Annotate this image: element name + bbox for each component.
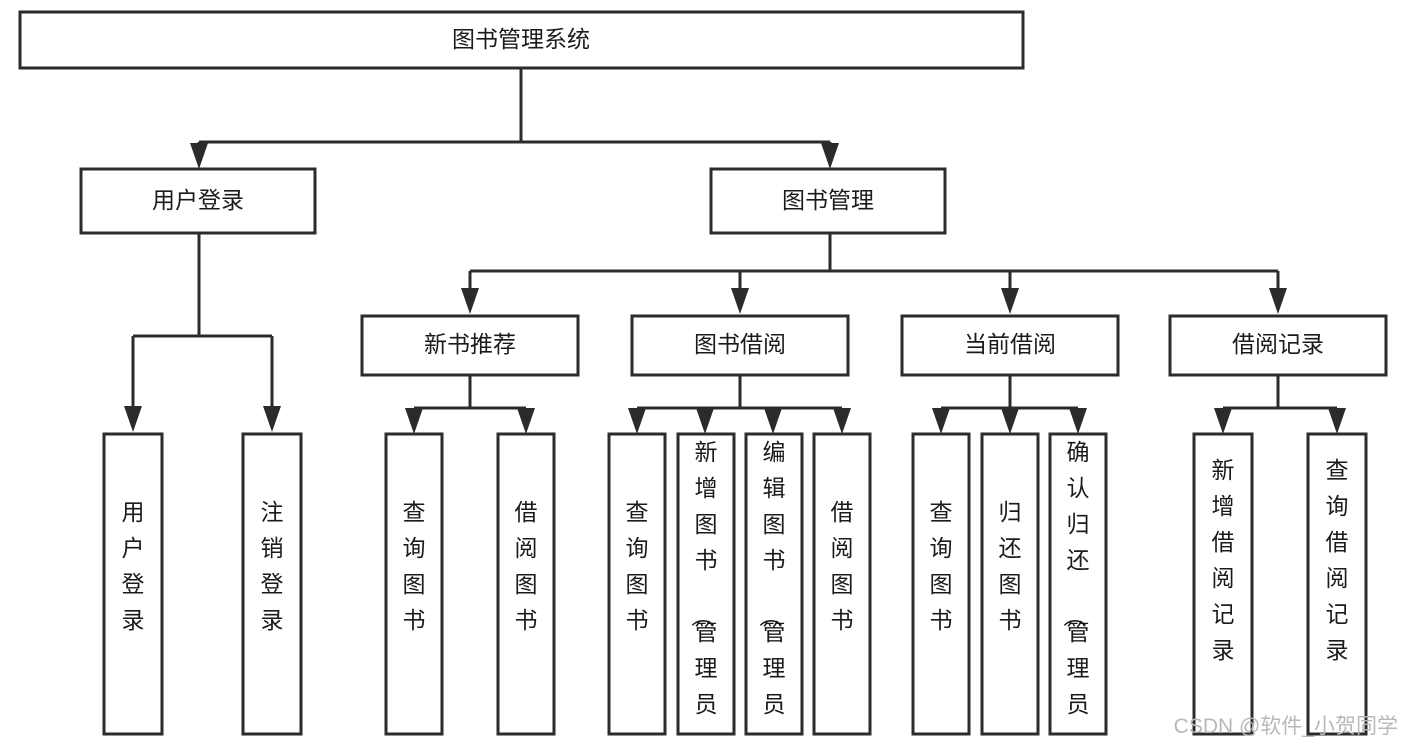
node-root-label: 图书管理系统 <box>452 26 590 52</box>
node-leaf-add-book[interactable]: 新增图书（管理员） <box>676 432 736 747</box>
node-book-manage-label: 图书管理 <box>782 187 874 213</box>
arrow-to-leaf-query-book-2 <box>628 408 646 434</box>
node-leaf-query-book-2-box[interactable] <box>607 432 667 736</box>
arrow-to-leaf-query-record <box>1328 408 1346 434</box>
node-root-box[interactable] <box>18 10 1025 70</box>
node-leaf-borrow-book-1-label: 借阅图书 <box>515 499 538 633</box>
node-leaf-query-book-1-label: 查询图书 <box>403 499 426 633</box>
node-leaf-query-book-2[interactable]: 查询图书 <box>607 432 667 736</box>
arrow-to-leaf-return-book <box>1001 408 1019 434</box>
arrow-to-borrow-record <box>1269 288 1287 314</box>
node-leaf-query-book-2-label: 查询图书 <box>626 499 649 633</box>
node-leaf-user-login[interactable]: 用户登录 <box>102 432 164 736</box>
node-leaf-borrow-book-2-label: 借阅图书 <box>831 499 854 633</box>
node-leaf-query-book-1-box[interactable] <box>384 432 444 736</box>
node-leaf-edit-book[interactable]: 编辑图书（管理员） <box>744 432 804 747</box>
arrow-to-new-book-recommend <box>461 288 479 314</box>
csdn-watermark: CSDN @软件_小贺同学 <box>1174 715 1398 738</box>
node-user-login-label: 用户登录 <box>152 187 244 213</box>
node-borrow-record-label: 借阅记录 <box>1232 331 1324 357</box>
node-new-book-recommend-box[interactable] <box>360 314 580 377</box>
node-book-borrow[interactable]: 图书借阅 <box>630 314 850 377</box>
node-leaf-add-book-label: 新增图书（管理员） <box>690 439 718 747</box>
arrow-to-leaf-query-book-1 <box>405 408 423 434</box>
arrow-to-leaf-user-login <box>124 406 142 432</box>
node-leaf-query-book-1[interactable]: 查询图书 <box>384 432 444 736</box>
arrow-to-leaf-borrow-book-1 <box>517 408 535 434</box>
node-leaf-query-book-3-label: 查询图书 <box>930 499 953 633</box>
node-leaf-confirm-return[interactable]: 确认归还（管理员） <box>1048 432 1108 747</box>
node-user-login-box[interactable] <box>79 167 317 235</box>
node-leaf-query-record-box[interactable] <box>1306 432 1368 736</box>
node-leaf-confirm-return-label: 确认归还（管理员） <box>1062 439 1090 747</box>
node-leaf-logout-login-label: 注销登录 <box>261 499 284 633</box>
node-leaf-add-book-box[interactable] <box>676 432 736 736</box>
node-leaf-borrow-book-2[interactable]: 借阅图书 <box>812 432 872 736</box>
node-leaf-user-login-box[interactable] <box>102 432 164 736</box>
node-current-borrow-label: 当前借阅 <box>964 331 1056 357</box>
node-leaf-logout-login-box[interactable] <box>241 432 303 736</box>
node-root[interactable]: 图书管理系统 <box>18 10 1025 70</box>
arrow-to-leaf-borrow-book-2 <box>833 408 851 434</box>
connector-layer <box>124 68 1346 434</box>
arrow-to-book-manage <box>821 143 839 169</box>
node-leaf-edit-book-box[interactable] <box>744 432 804 736</box>
node-book-manage-box[interactable] <box>709 167 947 235</box>
node-leaf-return-book-label: 归还图书 <box>999 499 1022 633</box>
node-borrow-record-box[interactable] <box>1168 314 1388 377</box>
node-leaf-confirm-return-box[interactable] <box>1048 432 1108 736</box>
node-leaf-add-record-box[interactable] <box>1192 432 1254 736</box>
node-leaf-borrow-book-1[interactable]: 借阅图书 <box>496 432 556 736</box>
node-leaf-return-book[interactable]: 归还图书 <box>980 432 1040 736</box>
node-leaf-user-login-label: 用户登录 <box>122 499 145 633</box>
node-leaf-add-record[interactable]: 新增借阅记录 <box>1192 432 1254 736</box>
node-borrow-record[interactable]: 借阅记录 <box>1168 314 1388 377</box>
node-current-borrow[interactable]: 当前借阅 <box>900 314 1120 377</box>
arrow-to-book-borrow <box>731 288 749 314</box>
node-leaf-edit-book-label: 编辑图书（管理员） <box>758 439 786 747</box>
node-leaf-borrow-book-2-box[interactable] <box>812 432 872 736</box>
node-new-book-recommend-label: 新书推荐 <box>424 331 516 357</box>
node-leaf-logout-login[interactable]: 注销登录 <box>241 432 303 736</box>
node-current-borrow-box[interactable] <box>900 314 1120 377</box>
node-user-login[interactable]: 用户登录 <box>79 167 317 235</box>
node-leaf-add-record-label: 新增借阅记录 <box>1212 457 1235 663</box>
arrow-to-user-login <box>190 143 208 169</box>
arrow-to-leaf-add-book <box>696 408 714 434</box>
arrow-to-leaf-query-book-3 <box>932 408 950 434</box>
arrow-to-current-borrow <box>1001 288 1019 314</box>
node-book-borrow-box[interactable] <box>630 314 850 377</box>
node-leaf-query-book-3[interactable]: 查询图书 <box>911 432 971 736</box>
arrow-to-leaf-confirm-return <box>1069 408 1087 434</box>
arrow-to-leaf-add-record <box>1214 408 1232 434</box>
node-leaf-return-book-box[interactable] <box>980 432 1040 736</box>
node-leaf-query-book-3-box[interactable] <box>911 432 971 736</box>
node-leaf-borrow-book-1-box[interactable] <box>496 432 556 736</box>
node-book-borrow-label: 图书借阅 <box>694 331 786 357</box>
node-leaf-query-record-label: 查询借阅记录 <box>1326 457 1349 663</box>
arrow-to-leaf-edit-book <box>764 408 782 434</box>
node-book-manage[interactable]: 图书管理 <box>709 167 947 235</box>
arrow-to-leaf-logout-login <box>263 406 281 432</box>
node-new-book-recommend[interactable]: 新书推荐 <box>360 314 580 377</box>
node-leaf-query-record[interactable]: 查询借阅记录 <box>1306 432 1368 736</box>
